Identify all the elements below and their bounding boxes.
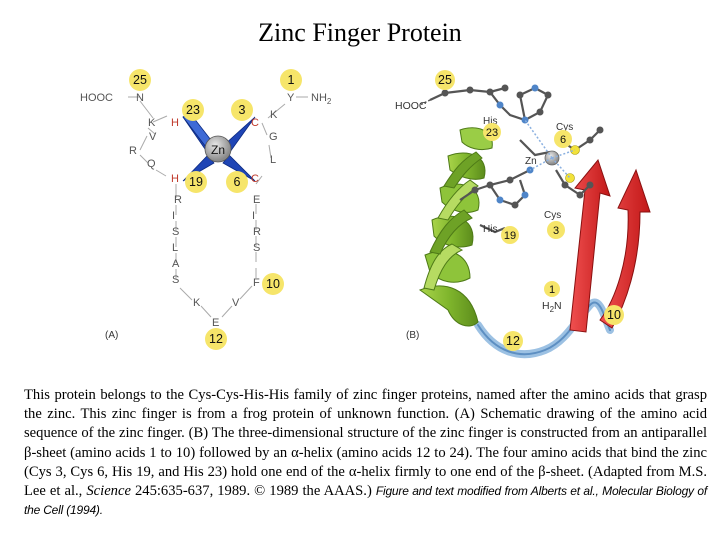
- zinc-label-3d: Zn: [525, 156, 537, 167]
- hooc-terminal: HOOC: [80, 92, 113, 104]
- residue-his23: H: [171, 117, 179, 129]
- residue: R: [129, 145, 137, 157]
- zinc-atom: [204, 135, 232, 163]
- sequence-backbone: [128, 96, 308, 318]
- pos-19-3d: 19: [504, 230, 516, 242]
- residue: K: [193, 297, 201, 309]
- atoms: [441, 84, 604, 209]
- residue: I: [172, 210, 175, 222]
- residue: S: [172, 226, 179, 238]
- residue-cys3: C: [251, 117, 259, 129]
- pos-25: 25: [133, 73, 147, 87]
- residue-cys6: C: [251, 173, 259, 185]
- residue: E: [212, 317, 219, 329]
- position-markers-3d: [435, 70, 624, 351]
- residue: S: [253, 242, 260, 254]
- h2n-terminal: H2N: [542, 300, 562, 314]
- pos-1: 1: [288, 73, 295, 87]
- pos-25-3d: 25: [438, 73, 452, 87]
- credit-line: Figure and text modified from Alberts et…: [24, 484, 707, 518]
- residue: V: [232, 297, 240, 309]
- pos-23: 23: [186, 103, 200, 117]
- pos-10: 10: [266, 277, 280, 291]
- residue: E: [253, 194, 260, 206]
- residue: Q: [147, 158, 156, 170]
- his23-label: His: [483, 116, 497, 127]
- pos-6: 6: [234, 175, 241, 189]
- residue: K: [148, 117, 156, 129]
- residue: F: [253, 277, 260, 289]
- cys3-label: Cys: [544, 210, 561, 221]
- panel-b-structure: HOOC Zn His His Cys Cys H2N 25 23 6 19 3…: [395, 70, 651, 359]
- residue: I: [252, 210, 255, 222]
- sequence-letters: N Y K K V R Q H H C C G L R I S L A S K …: [129, 92, 295, 329]
- residue-his19: H: [171, 173, 179, 185]
- alpha-helix: [418, 127, 493, 327]
- position-markers: [129, 69, 302, 350]
- residue: Y: [287, 92, 295, 104]
- zinc-finger-figure: Zn 25 1 23 3 19 6 10 12 HOOC NH2 N Y K K: [80, 69, 651, 359]
- residue: L: [172, 242, 178, 254]
- his19-label: His: [483, 224, 497, 235]
- residue: N: [136, 92, 144, 104]
- residue: R: [253, 226, 261, 238]
- residue: G: [269, 131, 278, 143]
- panel-a-schematic: Zn 25 1 23 3 19 6 10 12 HOOC NH2 N Y K K: [80, 69, 332, 350]
- beta-sheet: [569, 158, 651, 333]
- figure-caption: This protein belongs to the Cys-Cys-His-…: [24, 387, 708, 518]
- residue: L: [270, 154, 276, 166]
- pos-12: 12: [209, 332, 223, 346]
- nh2-terminal: NH2: [311, 92, 332, 106]
- residue: V: [149, 131, 157, 143]
- pos-23-3d: 23: [486, 127, 498, 139]
- pos-3: 3: [239, 103, 246, 117]
- page-title: Zinc Finger Protein: [258, 18, 462, 47]
- cys6-label: Cys: [556, 122, 573, 133]
- residue: S: [172, 274, 179, 286]
- zinc-label: Zn: [211, 143, 225, 157]
- residue: A: [172, 258, 180, 270]
- panel-a-label: (A): [105, 330, 118, 341]
- journal-name: Science: [86, 483, 131, 500]
- residue: K: [270, 109, 278, 121]
- hooc-terminal-3d: HOOC: [395, 100, 427, 112]
- pos-12-3d: 12: [506, 334, 520, 348]
- pos-3-3d: 3: [553, 225, 559, 237]
- pos-1-3d: 1: [549, 284, 555, 296]
- panel-b-label: (B): [406, 330, 419, 341]
- pos-19: 19: [189, 175, 203, 189]
- pos-10-3d: 10: [607, 308, 621, 322]
- residue: R: [174, 194, 182, 206]
- pos-6-3d: 6: [560, 134, 566, 146]
